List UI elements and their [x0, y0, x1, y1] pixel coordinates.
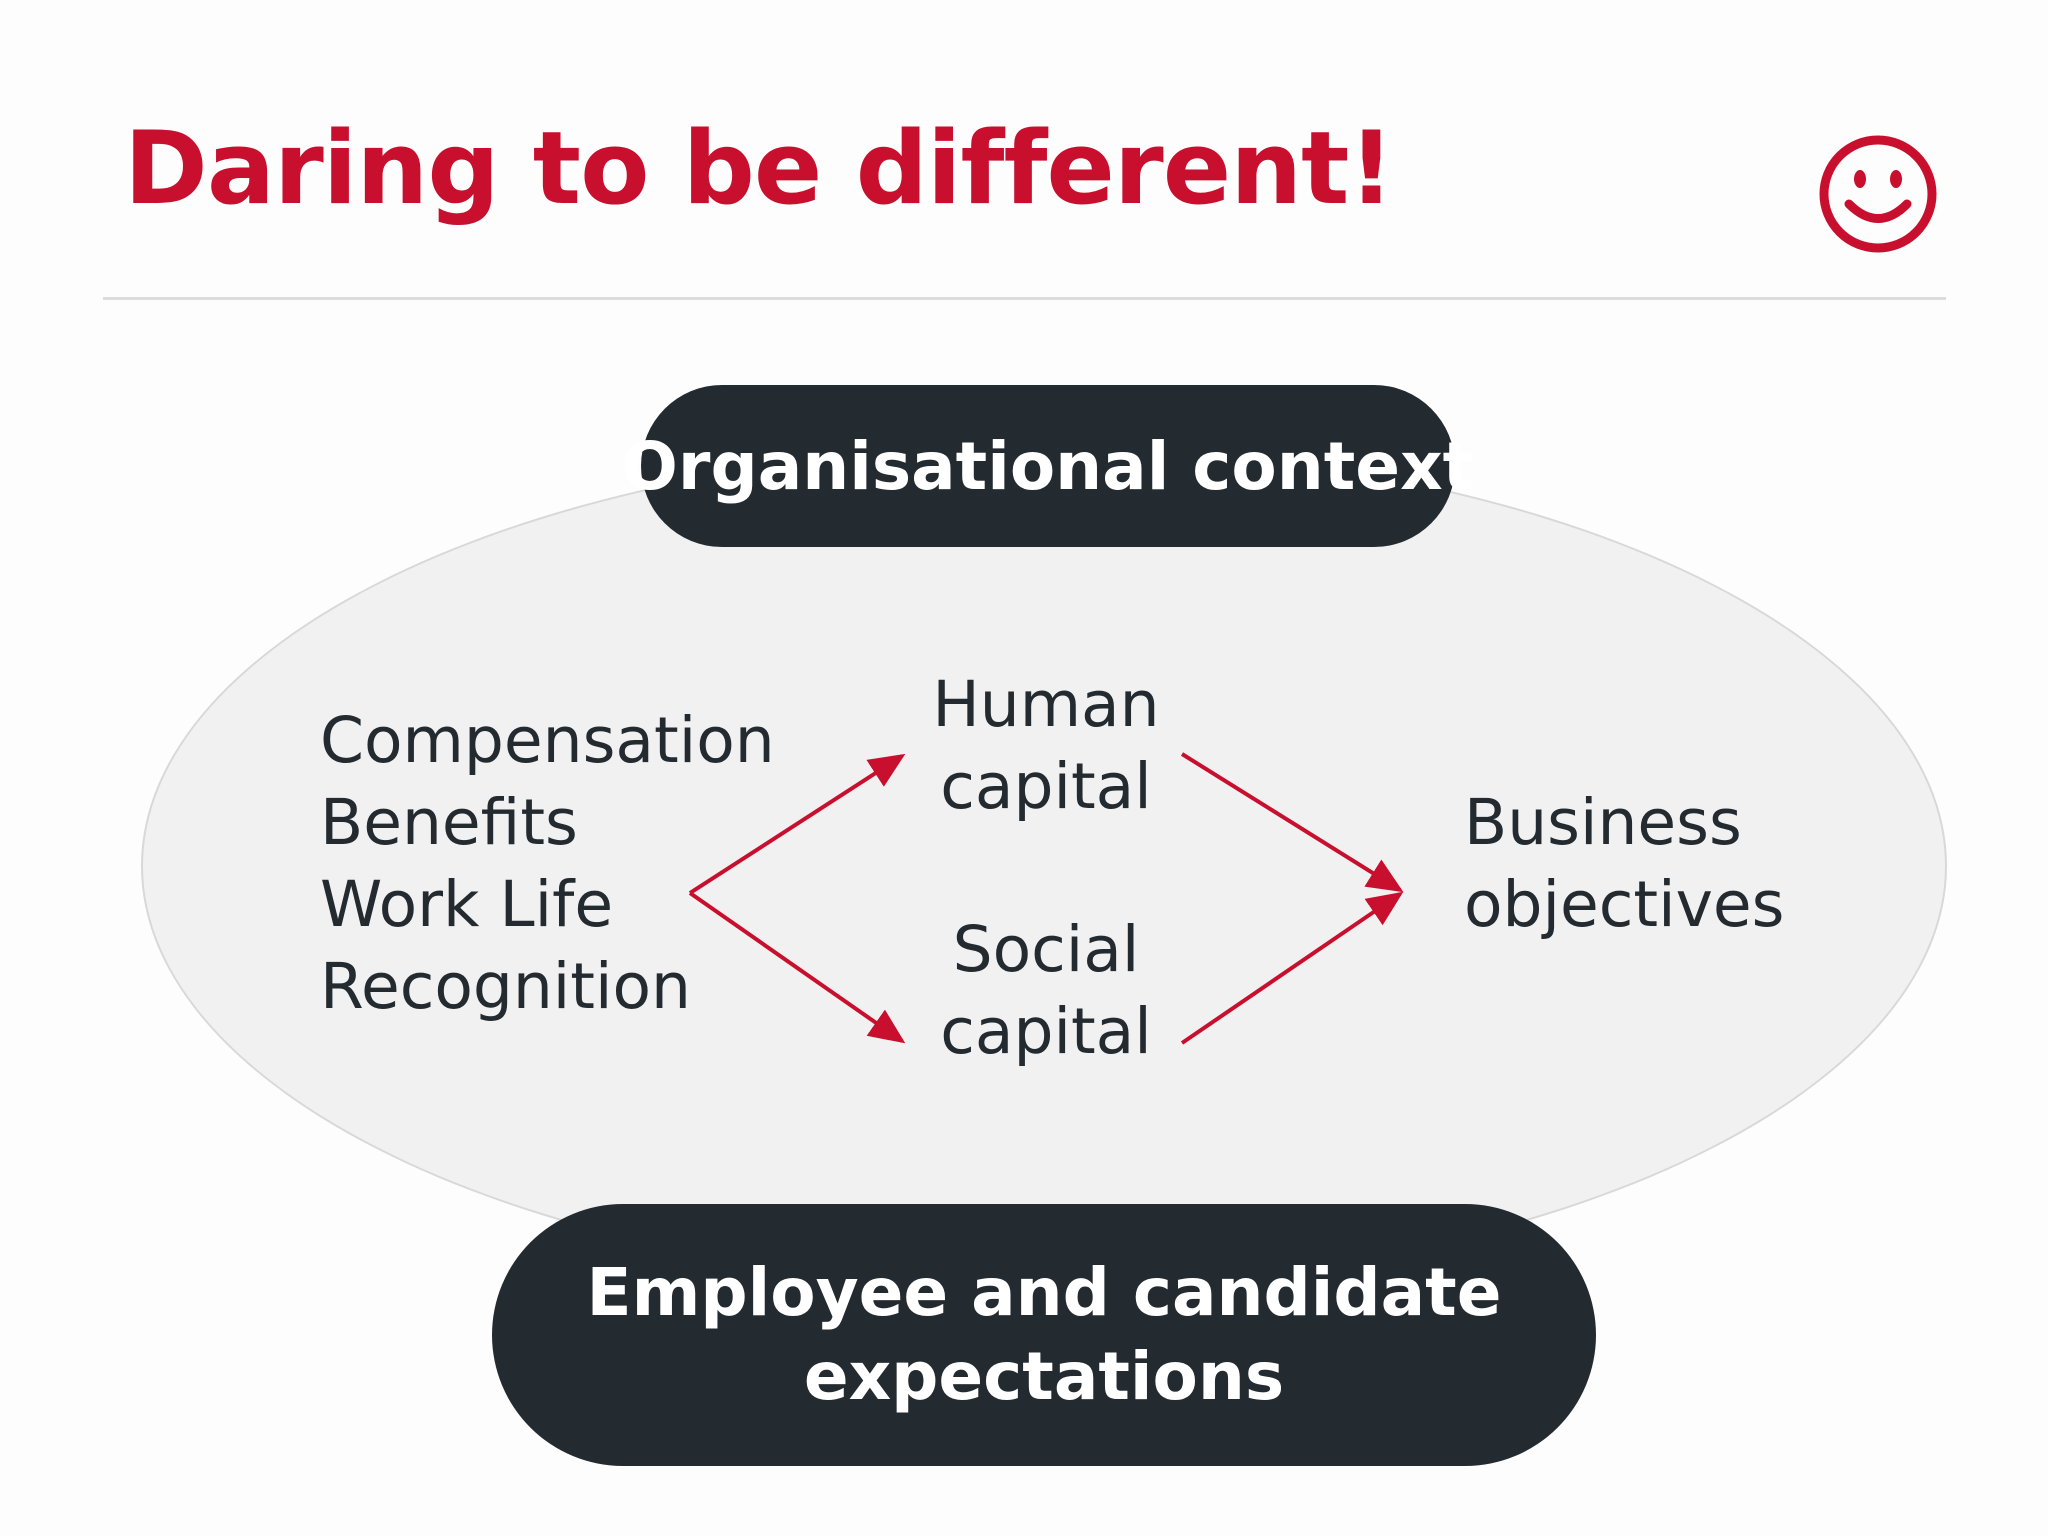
arrow-to-social-capital: [688, 891, 906, 1044]
organisational-context-label: Organisational context: [621, 427, 1475, 505]
list-item: Benefits: [320, 786, 578, 859]
business-objectives-line2: objectives: [1464, 868, 1785, 941]
employee-expectations-label: Employee and candidate expectations: [586, 1254, 1502, 1415]
business-objectives-node: Business objectives: [1464, 782, 1785, 946]
arrow-human-to-business: [1180, 752, 1404, 893]
business-objectives-line1: Business: [1464, 786, 1742, 859]
list-item: Recognition: [320, 950, 691, 1023]
human-capital-line2: capital: [940, 750, 1152, 823]
title-divider: [103, 297, 1946, 300]
organisational-context-pill: Organisational context: [622, 385, 1474, 547]
slide-title: Daring to be different!: [124, 109, 1394, 227]
context-ellipse: [141, 446, 1947, 1286]
human-capital-node: Human capital: [866, 664, 1226, 828]
list-item: Compensation: [320, 704, 775, 777]
smiley-face-icon: [1819, 135, 1937, 253]
social-capital-node: Social capital: [866, 909, 1226, 1073]
list-item: Work Life: [320, 868, 614, 941]
employee-expectations-pill: Employee and candidate expectations: [492, 1204, 1596, 1466]
social-capital-line2: capital: [940, 995, 1152, 1068]
inputs-list: Compensation Benefits Work Life Recognit…: [320, 700, 775, 1028]
arrow-social-to-business: [1180, 891, 1404, 1045]
social-capital-line1: Social: [952, 913, 1140, 986]
arrow-to-human-capital: [688, 753, 906, 895]
human-capital-line1: Human: [932, 668, 1160, 741]
